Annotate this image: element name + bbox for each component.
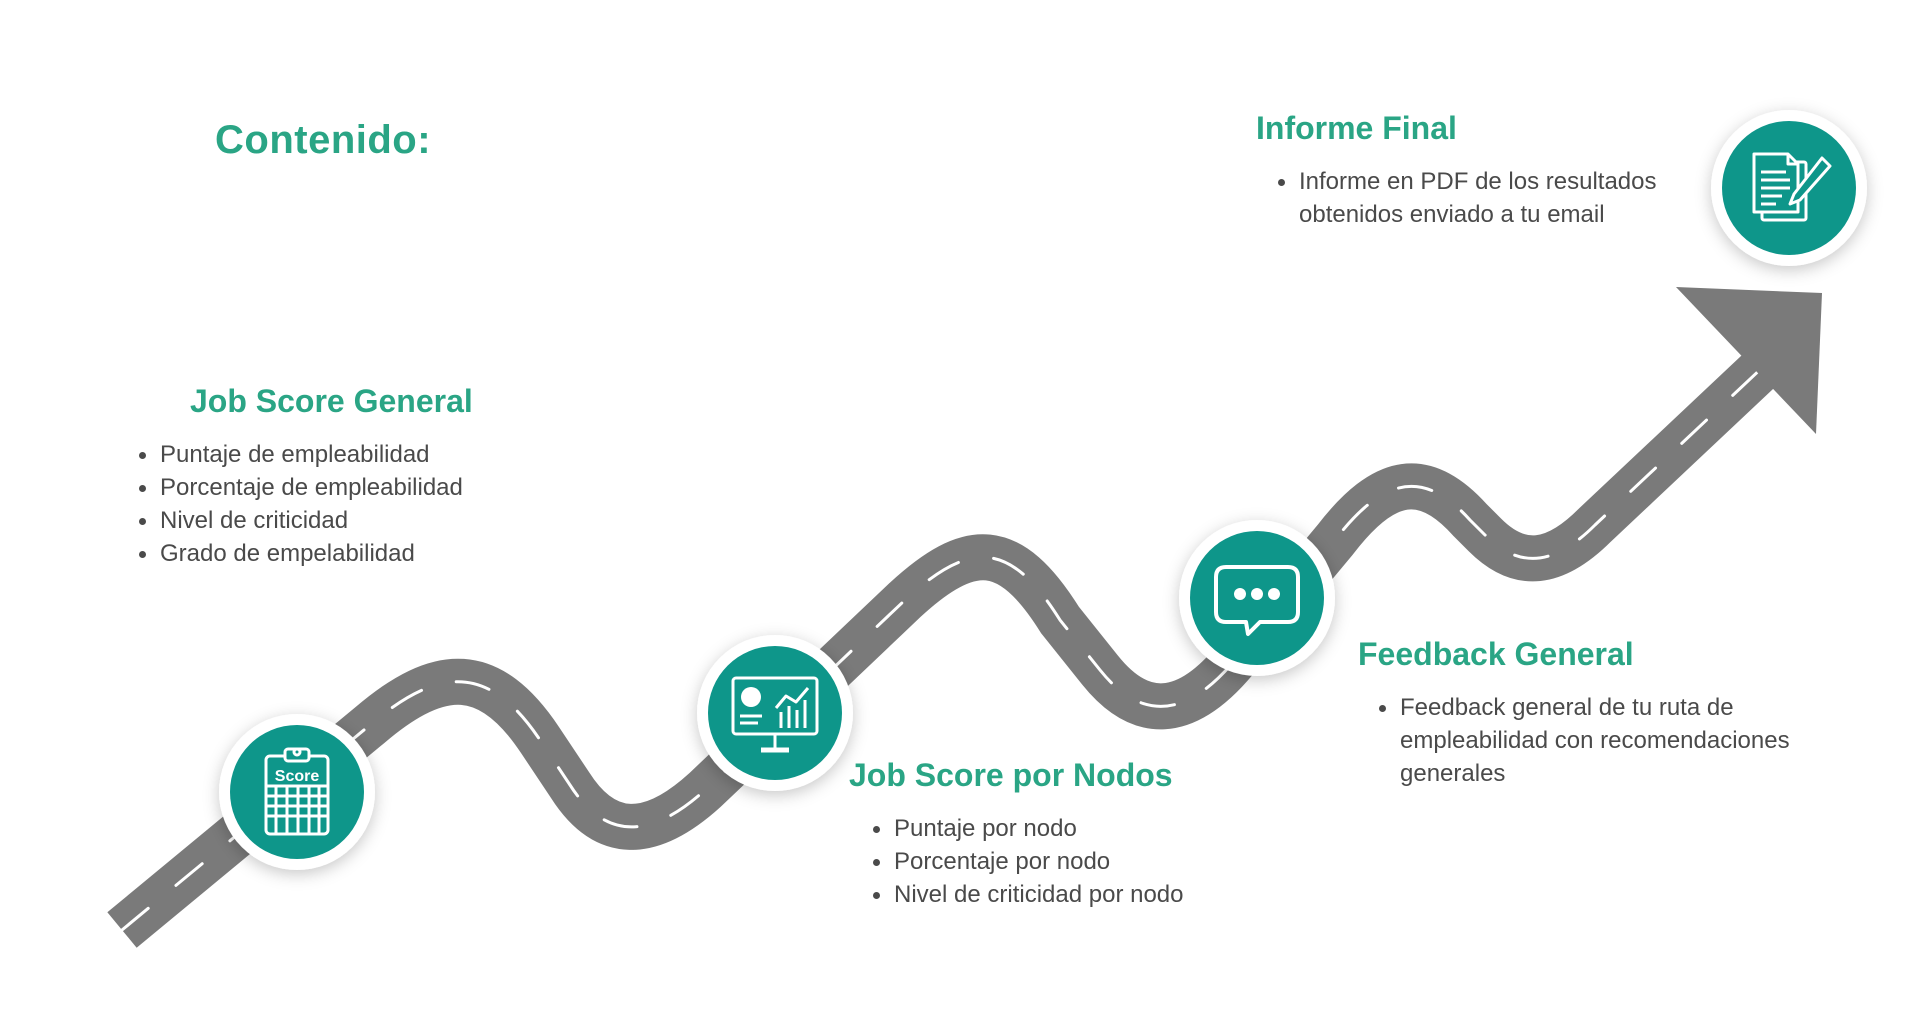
- chat-bubble-icon: [1214, 565, 1300, 636]
- step-feedback-general: Feedback General Feedback general de tu …: [1358, 636, 1820, 790]
- bullet-item: Informe en PDF de los resultados obtenid…: [1278, 165, 1739, 231]
- bullet-item: Grado de empelabilidad: [139, 537, 473, 570]
- step-bullet-list: Feedback general de tu ruta de empleabil…: [1375, 691, 1820, 790]
- winding-road: [107, 348, 1781, 948]
- arrow-head: [1676, 287, 1822, 434]
- monitor-chart-icon: [731, 676, 819, 753]
- step-1-icon-badge: Score: [219, 714, 375, 870]
- step-bullet-list: Puntaje por nodo Porcentaje por nodo Niv…: [869, 812, 1184, 911]
- page-title: Contenido:: [215, 118, 432, 162]
- bullet-item: Nivel de criticidad: [139, 504, 473, 537]
- bullet-item: Feedback general de tu ruta de empleabil…: [1379, 691, 1820, 790]
- step-2-icon-badge: [697, 635, 853, 791]
- step-heading: Job Score General: [190, 383, 473, 419]
- step-bullet-list: Puntaje de empleabilidad Porcentaje de e…: [135, 438, 473, 570]
- step-informe-final: Informe Final Informe en PDF de los resu…: [1256, 110, 1739, 231]
- bullet-item: Puntaje por nodo: [873, 812, 1184, 845]
- bullet-item: Puntaje de empleabilidad: [139, 438, 473, 471]
- score-clipboard-icon: [264, 747, 330, 836]
- step-heading: Informe Final: [1256, 110, 1457, 146]
- step-job-score-por-nodos: Job Score por Nodos Puntaje por nodo Por…: [849, 757, 1184, 911]
- bullet-item: Nivel de criticidad por nodo: [873, 878, 1184, 911]
- step-heading: Job Score por Nodos: [849, 757, 1173, 793]
- bullet-item: Porcentaje por nodo: [873, 845, 1184, 878]
- step-job-score-general: Job Score General Puntaje de empleabilid…: [139, 383, 473, 570]
- bullet-item: Porcentaje de empleabilidad: [139, 471, 473, 504]
- step-heading: Feedback General: [1358, 636, 1634, 672]
- score-icon-label: Score: [275, 768, 320, 785]
- step-3-icon-badge: [1179, 520, 1335, 676]
- document-pen-icon: [1752, 152, 1832, 222]
- step-bullet-list: Informe en PDF de los resultados obtenid…: [1274, 165, 1739, 231]
- step-4-icon-badge: [1711, 110, 1867, 266]
